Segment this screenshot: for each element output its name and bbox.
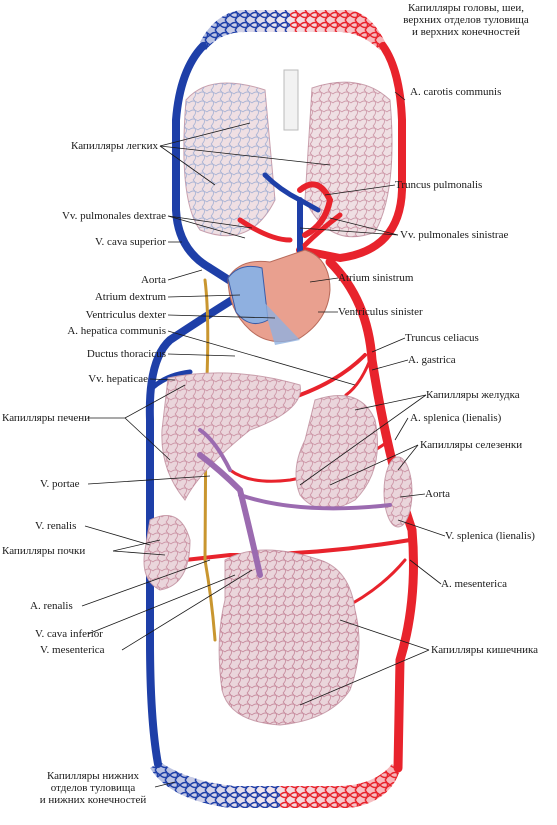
label-gastrica: A. gastrica bbox=[408, 354, 456, 366]
label-liver-capillaries: Капилляры печени bbox=[2, 412, 91, 424]
lungs bbox=[183, 69, 393, 238]
spleen bbox=[383, 456, 413, 528]
label-stomach-capillaries: Капилляры желудка bbox=[426, 389, 520, 401]
label-lung-capillaries: Капилляры легких bbox=[71, 140, 158, 152]
kidney bbox=[143, 515, 191, 591]
label-cava-superior: V. cava superior bbox=[95, 236, 166, 248]
label-mesenterica-artery: A. mesenterica bbox=[441, 578, 507, 590]
label-lower-line-1: Капилляры нижних bbox=[46, 770, 140, 782]
label-splenica-vein: V. splenica (lienalis) bbox=[445, 530, 535, 542]
label-vena-portae: V. portae bbox=[40, 478, 80, 490]
liver bbox=[161, 372, 301, 501]
label-head-capillaries: Капилляры головы, шеи, верхних отделов т… bbox=[380, 2, 552, 38]
head-capillary-bed bbox=[200, 10, 386, 50]
label-truncus-pulmonalis: Truncus pulmonalis bbox=[395, 179, 483, 191]
label-vv-hepaticae: Vv. hepaticae bbox=[88, 373, 148, 385]
label-head-line-2: верхних отделов туловища bbox=[403, 14, 529, 26]
lower-capillary-bed bbox=[150, 762, 400, 808]
label-lower-line-3: и нижних конечностей bbox=[39, 794, 147, 806]
label-splenica-artery: A. splenica (lienalis) bbox=[410, 412, 502, 424]
label-vv-pulm-sinistrae: Vv. pulmonales sinistrae bbox=[400, 229, 509, 241]
label-atrium-dextrum: Atrium dextrum bbox=[94, 291, 166, 303]
heart bbox=[227, 249, 331, 345]
label-vena-renalis: V. renalis bbox=[35, 520, 77, 532]
label-head-line-3: и верхних конечностей bbox=[411, 26, 521, 38]
label-renalis-artery: A. renalis bbox=[30, 600, 73, 612]
label-ventriculus-sinister: Ventriculus sinister bbox=[338, 306, 423, 318]
intestine bbox=[218, 549, 360, 726]
label-carotis: A. carotis communis bbox=[410, 86, 502, 98]
label-atrium-sinistrum: Atrium sinistrum bbox=[338, 272, 414, 284]
label-intestine-capillaries: Капилляры кишечника bbox=[431, 644, 539, 656]
label-truncus-celiacus: Truncus celiacus bbox=[405, 332, 479, 344]
label-head-line-1: Капилляры головы, шеи, bbox=[407, 2, 525, 14]
label-hepatica-communis: A. hepatica communis bbox=[67, 325, 166, 337]
label-ductus-thoracicus: Ductus thoracicus bbox=[86, 348, 166, 360]
label-vv-pulm-dextrae: Vv. pulmonales dextrae bbox=[61, 210, 166, 222]
label-lower-capillaries: Капилляры нижних отделов туловища и нижн… bbox=[28, 770, 158, 806]
label-cava-inferior: V. cava inferior bbox=[35, 628, 103, 640]
leader-lines bbox=[81, 91, 446, 788]
label-mesenterica-vein: V. mesenterica bbox=[40, 644, 105, 656]
label-aorta-lower: Aorta bbox=[425, 488, 451, 500]
stomach bbox=[295, 395, 378, 510]
label-ventriculus-dexter: Ventriculus dexter bbox=[85, 309, 166, 321]
label-spleen-capillaries: Капилляры селезенки bbox=[420, 439, 523, 451]
label-lower-line-2: отделов туловища bbox=[50, 782, 136, 794]
label-kidney-capillaries: Капилляры почки bbox=[2, 545, 86, 557]
label-aorta-upper: Aorta bbox=[140, 274, 166, 286]
